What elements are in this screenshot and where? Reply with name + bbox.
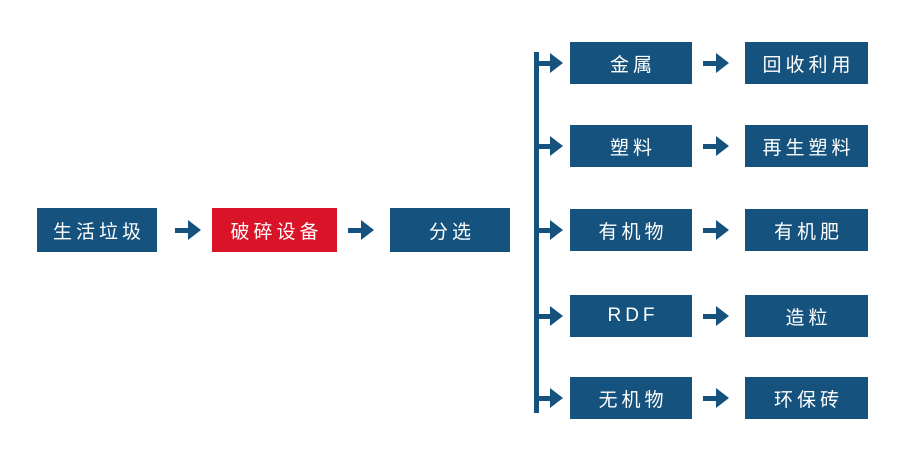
arrow-tail [703,143,716,149]
arrow-tail [703,395,716,401]
arrow-tail [703,227,716,233]
arrow-head [188,220,201,240]
arrow-head [716,220,729,240]
arrow-right-icon [703,306,729,326]
branch-node-recycled-plastic: 再生塑料 [745,125,868,167]
arrow-head [550,136,563,156]
arrow-head [550,220,563,240]
branch-node-inorganic: 无机物 [570,377,692,419]
branch-node-plastic: 塑料 [570,125,692,167]
branch-node-rdf: RDF [570,295,692,337]
branch-node-metal: 金属 [570,42,692,84]
arrow-head [550,388,563,408]
branch-node-organic-fertilizer: 有机肥 [745,209,868,251]
branch-node-granulation: 造粒 [745,295,868,337]
flow-node-household-waste: 生活垃圾 [37,208,157,252]
arrow-tail [175,227,188,233]
arrow-tail [703,60,716,66]
arrow-head [361,220,374,240]
arrow-tail [537,313,550,319]
arrow-right-icon [703,220,729,240]
arrow-head [716,388,729,408]
arrow-right-icon [703,136,729,156]
arrow-head [716,53,729,73]
arrow-right-icon [175,220,201,240]
arrow-tail [537,143,550,149]
branch-node-recycling: 回收利用 [745,42,868,84]
arrow-right-icon [348,220,374,240]
arrow-head [550,306,563,326]
branch-arrow-icon [537,53,563,73]
arrow-right-icon [703,388,729,408]
arrow-tail [703,313,716,319]
branch-arrow-icon [537,388,563,408]
branch-arrow-icon [537,136,563,156]
arrow-head [716,306,729,326]
branch-node-organic: 有机物 [570,209,692,251]
arrow-tail [537,395,550,401]
arrow-tail [537,60,550,66]
arrow-head [550,53,563,73]
branch-arrow-icon [537,220,563,240]
branch-connector-line [534,52,539,413]
flow-node-crushing-equipment: 破碎设备 [212,208,337,252]
branch-node-eco-brick: 环保砖 [745,377,868,419]
arrow-head [716,136,729,156]
arrow-tail [537,227,550,233]
arrow-right-icon [703,53,729,73]
branch-arrow-icon [537,306,563,326]
arrow-tail [348,227,361,233]
flow-node-sorting: 分选 [390,208,510,252]
